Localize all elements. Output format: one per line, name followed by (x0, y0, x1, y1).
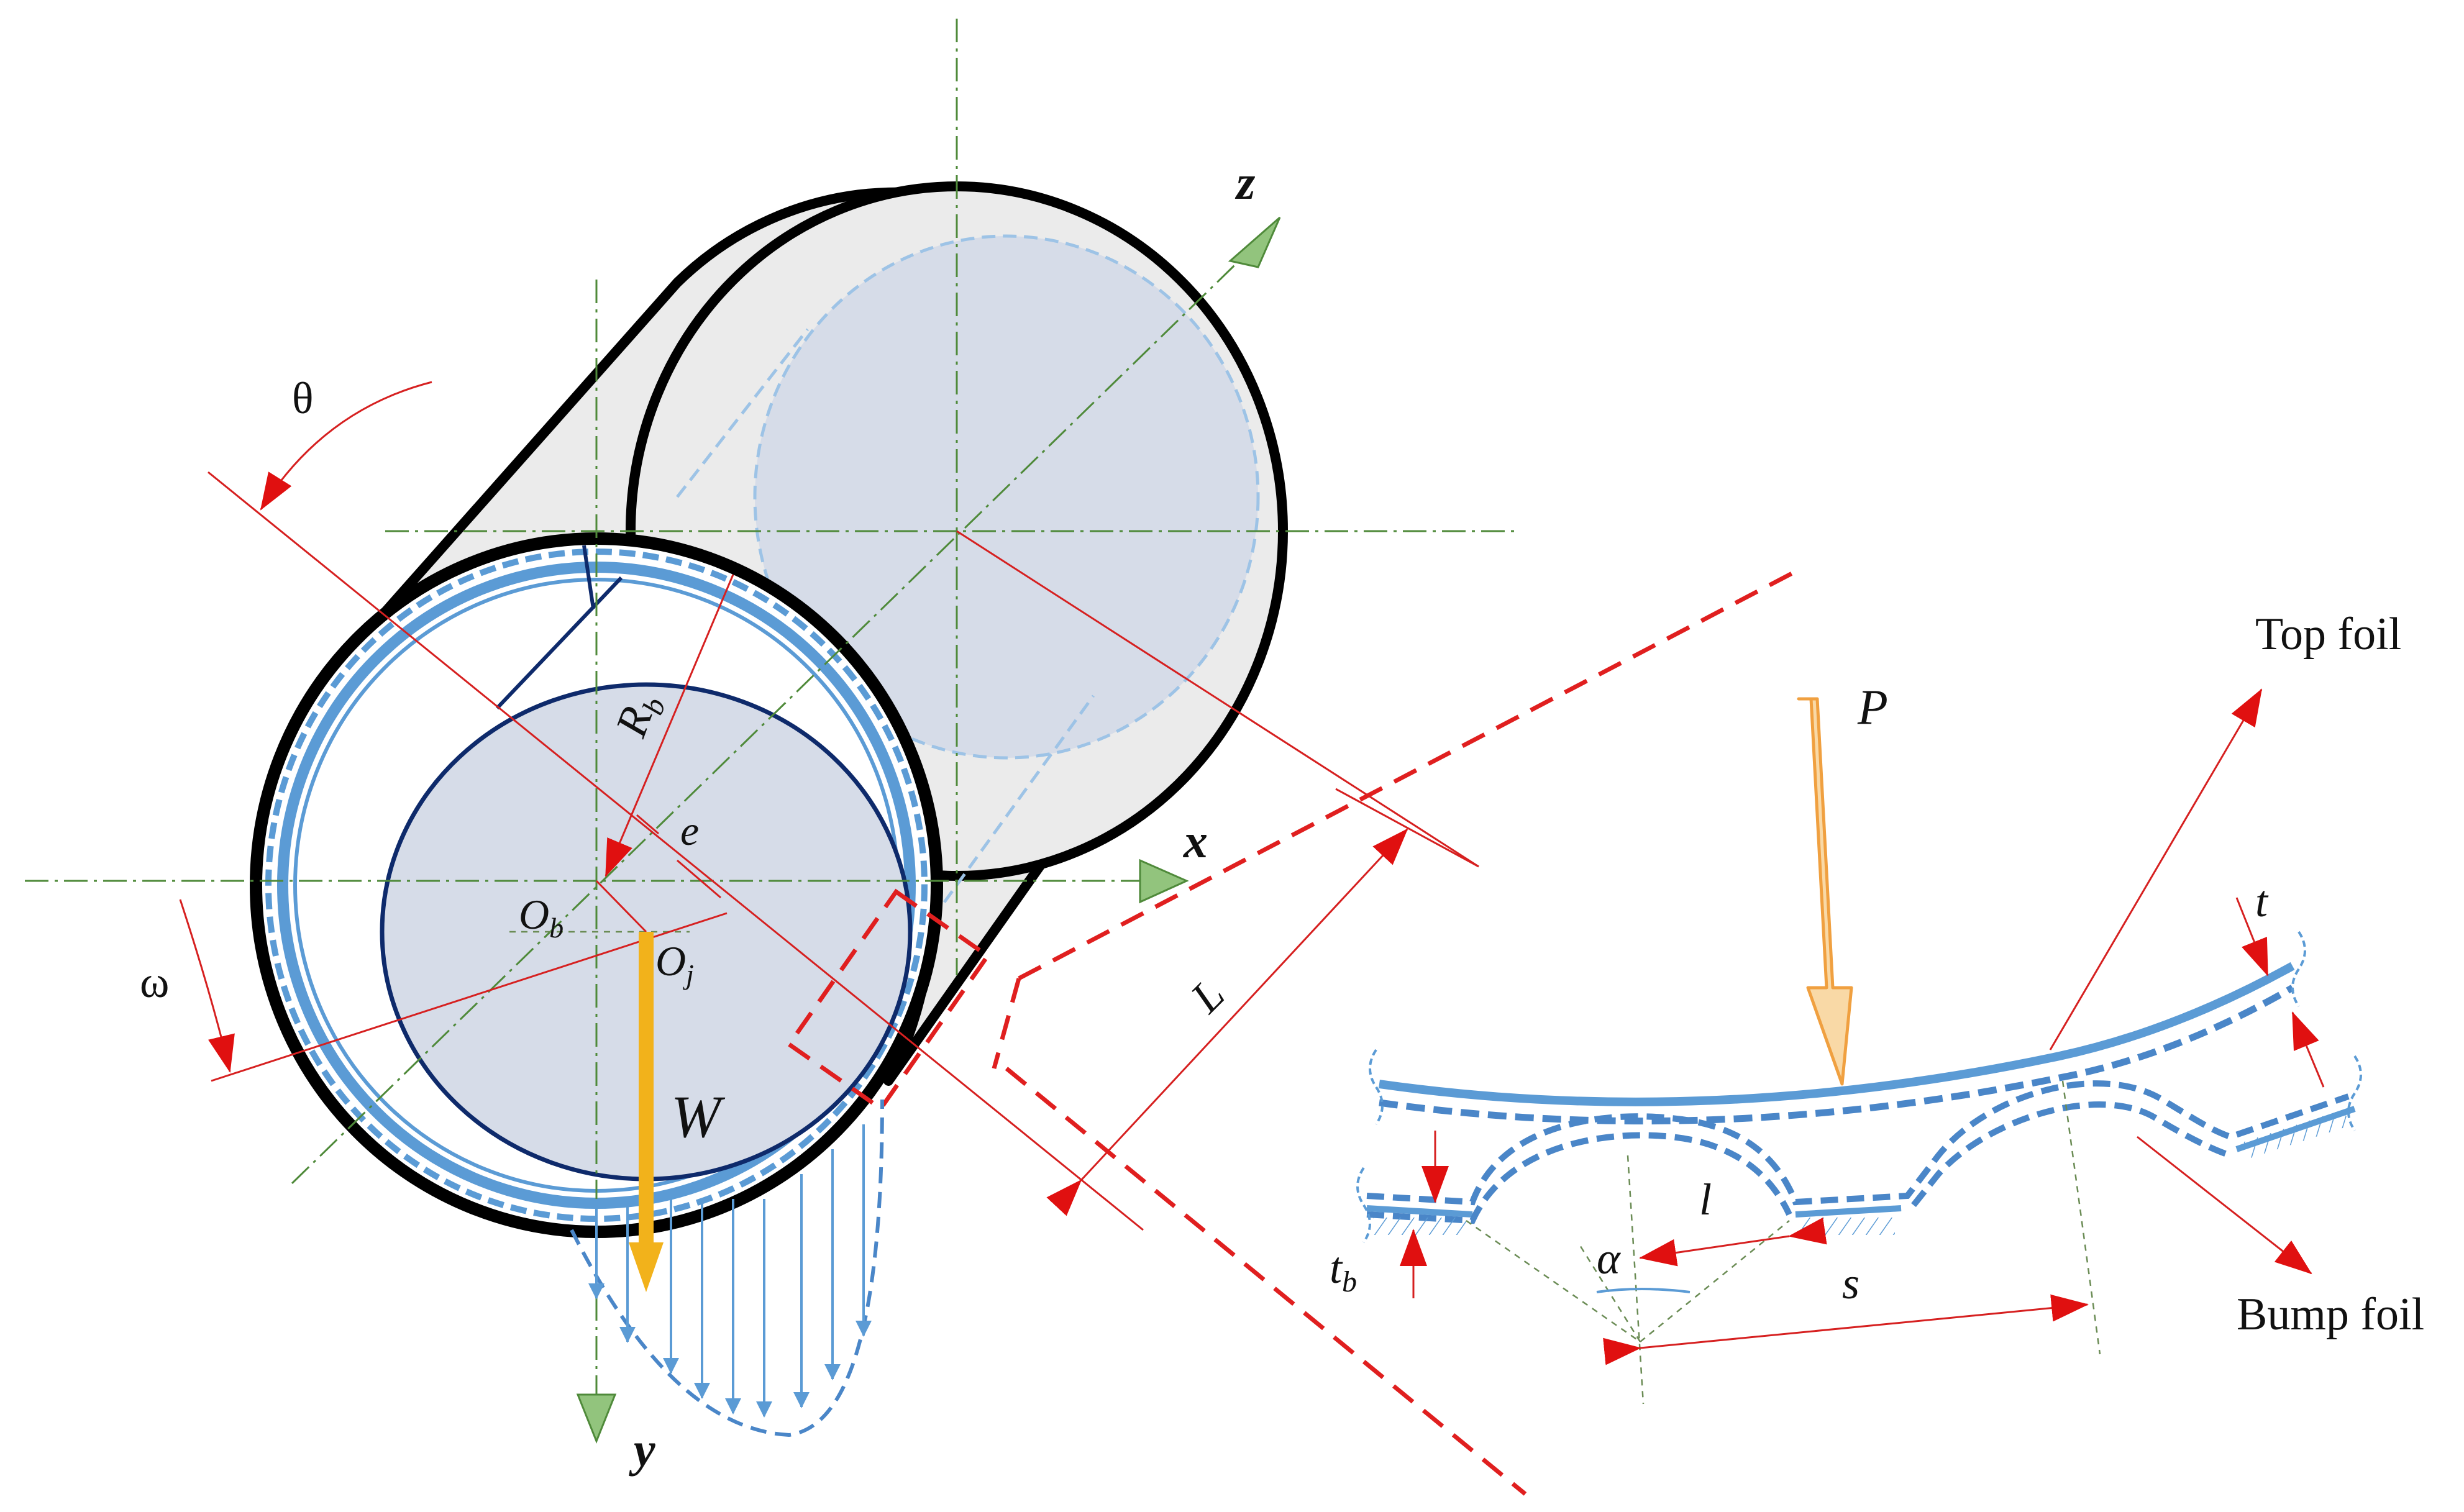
x-axis-arrow (1139, 858, 1189, 904)
label-bump-foil: Bump foil (2237, 1289, 2424, 1340)
center-lines (25, 19, 1516, 1404)
foil-detail (1356, 931, 2362, 1244)
break-mark-left-bottom (1356, 1167, 1371, 1244)
bump-foil-deformed-inner (1366, 1101, 2232, 1224)
base-hatch-1 (1373, 1218, 1466, 1235)
label-top-foil: Top foil (2255, 609, 2401, 660)
journal-hidden-edge (676, 328, 1095, 921)
label-t: t (2255, 877, 2269, 926)
journal-center-line (595, 880, 647, 933)
eccentricity-tick-1 (636, 814, 659, 835)
label-l-length: L (1181, 969, 1234, 1022)
pressure-p-arrow (1797, 697, 1853, 1086)
detail-projection-lines (992, 569, 1797, 1496)
label-radius: Rb (606, 686, 672, 745)
theta-reference-line (208, 471, 1144, 1231)
label-alpha: α (1597, 1234, 1621, 1283)
pressure-curve (570, 1099, 884, 1437)
length-extension-top (1335, 788, 1479, 868)
svg-text:Rb: Rb (606, 686, 672, 745)
label-l-half: l (1699, 1175, 1712, 1224)
label-oj: Oj (655, 937, 694, 990)
label-p: P (1857, 680, 1888, 735)
label-e: e (680, 807, 699, 854)
base-hatch-3 (2243, 1109, 2350, 1159)
detail-window (786, 569, 1797, 1496)
label-s: s (1842, 1259, 1859, 1308)
radius-line (605, 574, 734, 877)
label-x: x (1183, 814, 1208, 868)
detail-dimensions (1400, 688, 2325, 1365)
detail-box (786, 888, 991, 1112)
pressure-distribution (570, 1099, 884, 1437)
label-theta: θ (292, 373, 314, 423)
journal-back-face (753, 234, 1260, 760)
t-arrow-top (2235, 897, 2269, 977)
z-axis-line (291, 244, 1256, 1185)
load-arrow (629, 932, 664, 1292)
y-axis-arrow (576, 1393, 617, 1444)
pressure-arrows (588, 1124, 872, 1418)
omega-rotation-arrow (179, 899, 235, 1073)
bump-foil-flat-2 (1795, 1205, 1902, 1218)
base-hatch-2 (1802, 1218, 1895, 1235)
break-mark-right-top (2291, 931, 2306, 1008)
label-y: y (629, 1423, 655, 1477)
eccentricity-tick-2 (677, 859, 721, 899)
foil-key (495, 545, 623, 710)
bump-geometry-lines (1466, 1080, 2101, 1405)
break-mark-right-bottom (2347, 1055, 2362, 1132)
l-dimension (1639, 1217, 1827, 1267)
theta-rotation-arrow (260, 381, 432, 511)
z-axis-arrow (1228, 216, 1281, 268)
label-z: z (1234, 155, 1256, 209)
dimension-lines (208, 471, 1479, 1231)
s-dimension (1603, 1294, 2089, 1365)
top-foil-pointer (2049, 688, 2263, 1050)
top-foil (1379, 962, 2295, 1106)
bump-foil-flat-1 (1366, 1205, 1473, 1218)
label-omega: ω (140, 957, 169, 1007)
bump-foil-pointer (2137, 1136, 2312, 1275)
back-radius-line (956, 530, 1479, 868)
t-arrow-bottom (2291, 1011, 2325, 1088)
label-tb: tb (1330, 1243, 1357, 1298)
top-foil-deformed (1379, 985, 2294, 1125)
bump-foil-deformed (1366, 1080, 2350, 1206)
label-w: W (671, 1083, 726, 1150)
break-mark-left-top (1369, 1049, 1384, 1126)
label-ob: Ob (519, 891, 564, 944)
length-dimension (1046, 828, 1408, 1216)
